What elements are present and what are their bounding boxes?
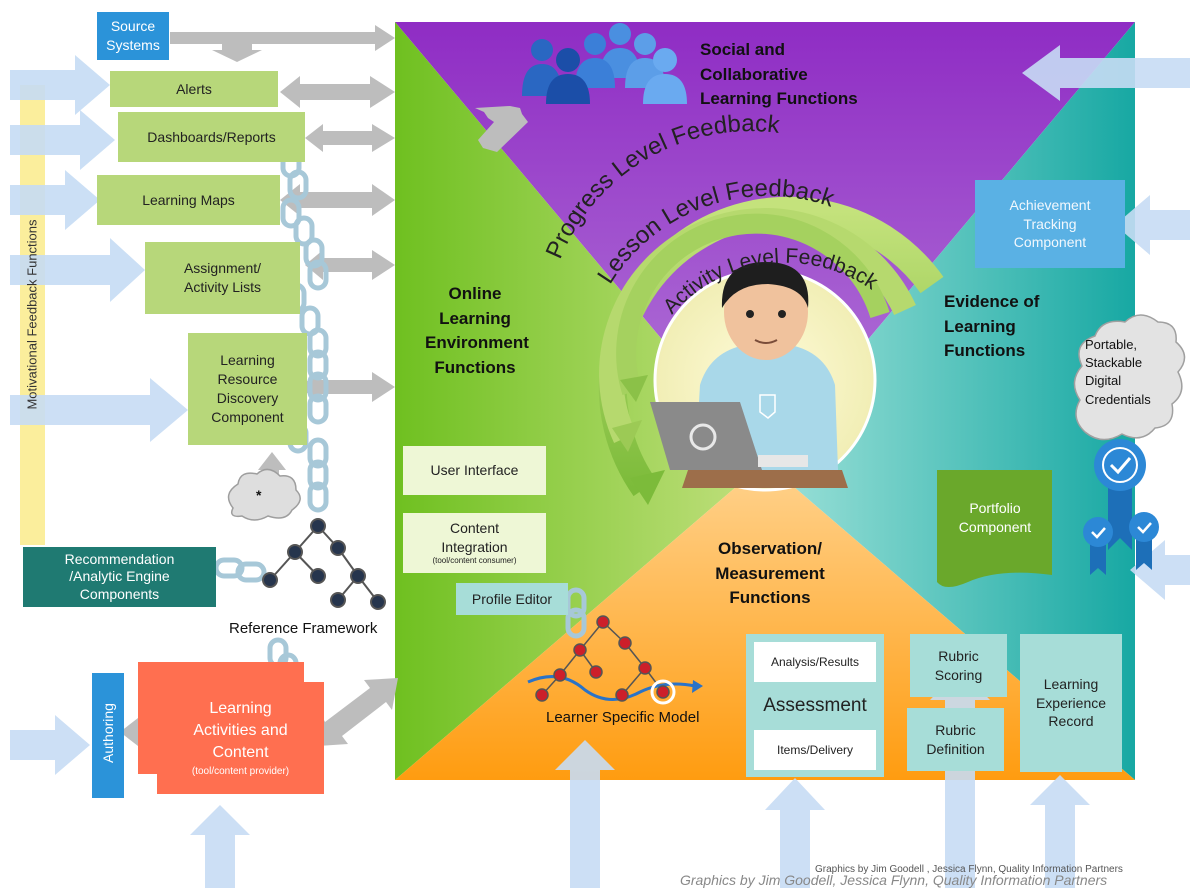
left-input-arrows bbox=[10, 55, 188, 775]
online-quadrant-title: Online Learning Environment Functions bbox=[425, 284, 529, 377]
alerts-box[interactable]: Alerts bbox=[110, 71, 278, 107]
portfolio-shape bbox=[937, 470, 1052, 587]
people-group-icon bbox=[522, 23, 687, 104]
badge-icons bbox=[1083, 439, 1159, 575]
assessment-label: Assessment bbox=[763, 695, 867, 717]
achievement-tracking-box[interactable]: Achievement Tracking Component bbox=[975, 180, 1125, 268]
content-integration-title: Content Integration bbox=[441, 519, 508, 555]
items-delivery-box[interactable]: Items/Delivery bbox=[754, 730, 876, 770]
learning-resource-discovery-box[interactable]: Learning Resource Discovery Component bbox=[188, 333, 307, 445]
learner-specific-model-label: Learner Specific Model bbox=[546, 709, 700, 726]
learning-experience-record-box[interactable]: Learning Experience Record bbox=[1020, 634, 1122, 772]
chain-links bbox=[213, 147, 587, 684]
reference-framework-label: Reference Framework bbox=[229, 620, 378, 637]
rubric-scoring-box[interactable]: Rubric Scoring bbox=[910, 634, 1007, 697]
dashboards-reports-box[interactable]: Dashboards/Reports bbox=[118, 112, 305, 162]
social-quadrant-title: Social and Collaborative Learning Functi… bbox=[700, 40, 858, 109]
evidence-quadrant-title: Evidence of Learning Functions bbox=[944, 292, 1040, 361]
right-input-arrows bbox=[1022, 45, 1190, 600]
learning-activities-title: Learning Activities and Content bbox=[193, 699, 288, 762]
credit-large: Graphics by Jim Goodell, Jessica Flynn, … bbox=[680, 872, 1108, 888]
credit-small: Graphics by Jim Goodell , Jessica Flynn,… bbox=[815, 864, 1123, 875]
provider-note: (tool/content provider) bbox=[191, 765, 290, 777]
observation-quadrant-title: Observation/ Measurement Functions bbox=[715, 539, 825, 608]
authoring-box[interactable]: Authoring bbox=[92, 673, 124, 798]
source-systems-box[interactable]: Source Systems bbox=[97, 12, 169, 60]
credentials-label: Portable, Stackable Digital Credentials bbox=[1085, 337, 1151, 407]
feedback-rings bbox=[598, 196, 944, 505]
learner-model-graph-icon bbox=[527, 615, 703, 705]
reference-framework-tree-icon bbox=[262, 518, 386, 610]
learning-activities-content-box[interactable]: Learning Activities and Content (tool/co… bbox=[157, 682, 324, 794]
recommendation-engine-box[interactable]: Recommendation /Analytic Engine Componen… bbox=[23, 547, 216, 607]
assessment-panel[interactable]: Analysis/Results Assessment Items/Delive… bbox=[746, 634, 884, 777]
cloud-star-label: * bbox=[256, 487, 262, 503]
rubric-definition-box[interactable]: Rubric Definition bbox=[907, 708, 1004, 771]
content-integration-box[interactable]: Content Integration (tool/content consum… bbox=[403, 513, 546, 573]
motivational-feedback-bar bbox=[20, 85, 45, 545]
analysis-results-box[interactable]: Analysis/Results bbox=[754, 642, 876, 682]
assignment-activity-lists-box[interactable]: Assignment/ Activity Lists bbox=[145, 242, 300, 314]
portfolio-component-label[interactable]: Portfolio Component bbox=[958, 500, 1032, 535]
cloud-icon bbox=[227, 468, 301, 521]
credentials-cloud-icon bbox=[1073, 314, 1186, 441]
learning-maps-box[interactable]: Learning Maps bbox=[97, 175, 280, 225]
learner-illustration-icon bbox=[650, 262, 848, 488]
user-interface-box[interactable]: User Interface bbox=[403, 446, 546, 495]
profile-editor-box[interactable]: Profile Editor bbox=[456, 583, 568, 615]
consumer-note: (tool/content consumer) bbox=[432, 556, 517, 566]
social-quadrant bbox=[395, 22, 1135, 462]
